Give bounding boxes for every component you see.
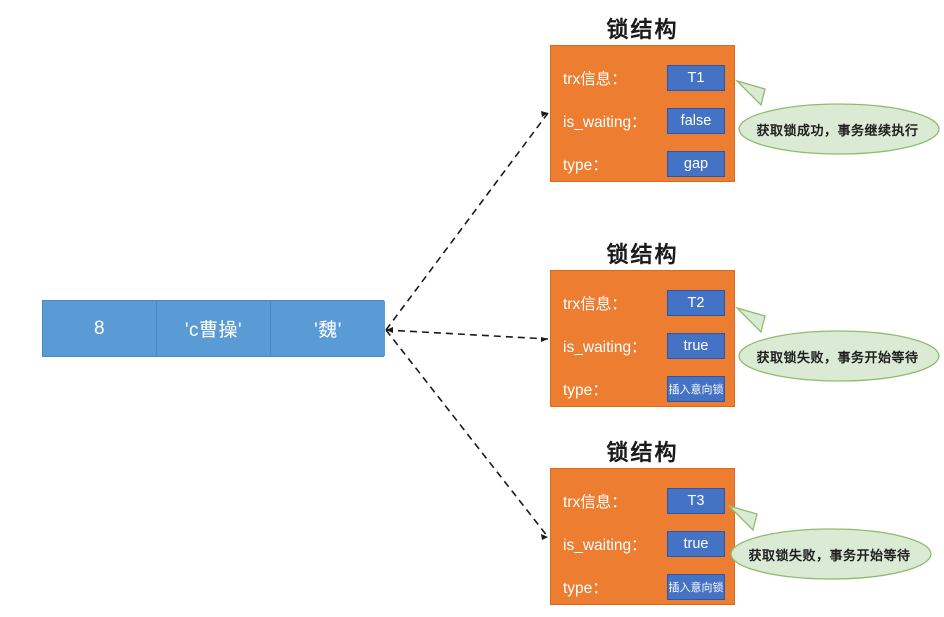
field-trx-info: trx信息： T1 <box>563 58 734 98</box>
connector-to-lock-2 <box>385 329 549 340</box>
record-row: 8 'c曹操' '魏' <box>42 300 385 357</box>
field-is-waiting-value: true <box>667 333 725 359</box>
callout-lock-2-text: 获取锁失败，事务开始等待 <box>756 349 919 365</box>
field-trx-info: trx信息： T3 <box>563 481 734 521</box>
lock-structure-1-title: 锁结构 <box>606 17 679 42</box>
field-trx-info-value: T2 <box>667 290 725 316</box>
lock-structure-2-box: trx信息： T2 is_waiting： true type： 插入意向锁 <box>550 270 735 407</box>
field-type: type： 插入意向锁 <box>563 369 734 409</box>
field-is-waiting: is_waiting： false <box>563 101 734 141</box>
record-cell-name: 'c曹操' <box>157 301 271 356</box>
field-is-waiting: is_waiting： true <box>563 524 734 564</box>
record-cell-id: 8 <box>43 301 157 356</box>
callout-lock-3-shape <box>726 504 932 580</box>
field-type-label: type： <box>563 580 608 597</box>
field-type-label: type： <box>563 157 608 174</box>
field-type-value: gap <box>667 151 725 177</box>
lock-structure-2-title: 锁结构 <box>606 242 679 267</box>
callout-lock-2: 获取锁失败，事务开始等待 <box>734 306 940 382</box>
field-type: type： 插入意向锁 <box>563 567 734 607</box>
callout-lock-3: 获取锁失败，事务开始等待 <box>726 504 932 580</box>
connector-arrowheads <box>386 111 548 540</box>
field-is-waiting-label: is_waiting： <box>563 114 647 131</box>
lock-structure-3-box: trx信息： T3 is_waiting： true type： 插入意向锁 <box>550 468 735 605</box>
field-type: type： gap <box>563 144 734 184</box>
field-trx-info-label: trx信息： <box>563 494 627 511</box>
callout-lock-3-text: 获取锁失败，事务开始等待 <box>748 547 911 563</box>
field-is-waiting-value: true <box>667 531 725 557</box>
field-is-waiting: is_waiting： true <box>563 326 734 366</box>
field-trx-info-value: T1 <box>667 65 725 91</box>
connector-to-lock-1 <box>385 112 549 331</box>
field-is-waiting-label: is_waiting： <box>563 537 647 554</box>
callout-lock-1: 获取锁成功，事务继续执行 <box>734 79 940 155</box>
record-cell-country: '魏' <box>271 301 385 356</box>
field-trx-info-label: trx信息： <box>563 71 627 88</box>
field-type-value: 插入意向锁 <box>667 376 725 402</box>
field-is-waiting-label: is_waiting： <box>563 339 647 356</box>
callout-lock-2-shape <box>734 306 940 382</box>
field-trx-info: trx信息： T2 <box>563 283 734 323</box>
lock-structure-3-title: 锁结构 <box>606 440 679 465</box>
lock-structure-1-box: trx信息： T1 is_waiting： false type： gap <box>550 45 735 182</box>
field-type-value: 插入意向锁 <box>667 574 725 600</box>
connector-to-lock-3 <box>385 329 549 538</box>
field-is-waiting-value: false <box>667 108 725 134</box>
callout-lock-1-text: 获取锁成功，事务继续执行 <box>756 122 919 138</box>
callout-lock-1-shape <box>734 79 940 155</box>
field-type-label: type： <box>563 382 608 399</box>
field-trx-info-value: T3 <box>667 488 725 514</box>
field-trx-info-label: trx信息： <box>563 296 627 313</box>
